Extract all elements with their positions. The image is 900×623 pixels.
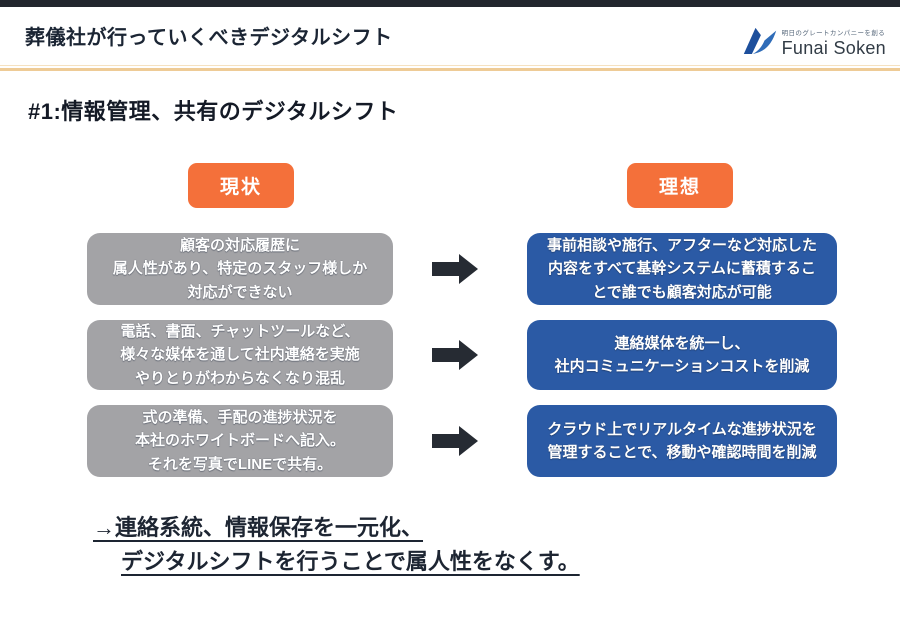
separator-line-dark xyxy=(0,68,900,71)
conclusion-text: →連絡系統、情報保存を一元化、 デジタルシフトを行うことで属人性をなくす。 xyxy=(93,511,580,579)
current-box-2: 電話、書面、チャットツールなど、 様々な媒体を通して社内連絡を実施 やりとりがわ… xyxy=(87,320,393,390)
section-heading: #1:情報管理、共有のデジタルシフト xyxy=(28,99,399,124)
logo-text: 明日のグレートカンパニーを創る Funai Soken xyxy=(781,29,886,58)
current-box-3: 式の準備、手配の進捗状況を 本社のホワイトボードへ記入。 それを写真でLINEで… xyxy=(87,405,393,477)
logo-name: Funai Soken xyxy=(781,38,886,58)
logo-wave-icon xyxy=(743,27,776,54)
ideal-box-3: クラウド上でリアルタイムな進捗状況を 管理することで、移動や確認時間を削減 xyxy=(527,405,837,477)
conclusion-line-2-wrap: デジタルシフトを行うことで属人性をなくす。 xyxy=(93,549,580,574)
conclusion-line-1: →連絡系統、情報保存を一元化、 xyxy=(93,515,424,540)
current-state-badge: 現状 xyxy=(188,163,294,208)
slide-title: 葬儀社が行っていくべきデジタルシフト xyxy=(25,27,393,49)
funai-soken-logo: 明日のグレートカンパニーを創る Funai Soken xyxy=(742,24,886,57)
right-arrow-icon xyxy=(432,340,478,370)
conclusion-line-2: デジタルシフトを行うことで属人性をなくす。 xyxy=(121,549,580,574)
right-arrow-icon xyxy=(432,254,478,284)
current-box-1: 顧客の対応履歴に 属人性があり、特定のスタッフ様しか 対応ができない xyxy=(87,233,393,305)
ideal-box-1: 事前相談や施行、アフターなど対応した 内容をすべて基幹システムに蓄積するこ とで… xyxy=(527,233,837,305)
separator-line-light xyxy=(0,65,900,66)
ideal-state-badge: 理想 xyxy=(627,163,733,208)
top-accent-bar xyxy=(0,0,900,7)
ideal-box-2: 連絡媒体を統一し、 社内コミュニケーションコストを削減 xyxy=(527,320,837,390)
logo-tagline: 明日のグレートカンパニーを創る xyxy=(781,29,886,37)
right-arrow-icon xyxy=(432,426,478,456)
